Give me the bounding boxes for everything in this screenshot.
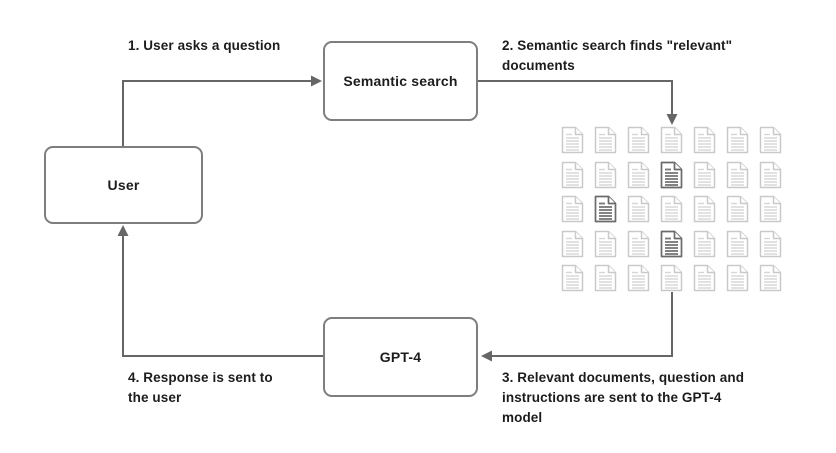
document-icon <box>660 264 683 292</box>
document-icon-highlighted <box>660 161 683 188</box>
gpt4-node-label: GPT-4 <box>379 349 422 365</box>
semantic-search-node-label: Semantic search <box>343 73 458 89</box>
document-icon <box>627 264 650 292</box>
document-icon <box>693 161 716 188</box>
document-icon <box>759 161 782 188</box>
gpt4-node: GPT-4 <box>323 317 478 397</box>
document-icon <box>594 161 617 188</box>
arrow-user-to-semantic-search <box>122 75 322 146</box>
document-icon <box>759 230 782 257</box>
document-icon-highlighted <box>594 195 617 223</box>
arrow-semantic-search-to-documents <box>478 80 678 125</box>
document-icon <box>627 230 650 257</box>
document-icon <box>627 161 650 188</box>
documents-grid <box>561 126 782 292</box>
step4-label: 4. Response is sent to the user <box>128 370 273 405</box>
document-icon <box>627 126 650 154</box>
document-icon <box>561 264 584 292</box>
document-icon <box>660 126 683 154</box>
document-icon <box>693 230 716 257</box>
step2-label: 2. Semantic search finds "relevant" docu… <box>502 38 733 73</box>
document-icon <box>627 195 650 223</box>
document-icon <box>693 126 716 154</box>
document-icon <box>561 161 584 188</box>
document-icon <box>660 195 683 223</box>
step3-label: 3. Relevant documents, question and inst… <box>502 370 745 425</box>
document-icon <box>759 126 782 154</box>
document-icon <box>561 126 584 154</box>
document-icon <box>561 195 584 223</box>
arrow-gpt4-to-user <box>117 225 323 357</box>
document-icon <box>759 195 782 223</box>
document-icon <box>594 230 617 257</box>
user-node-label: User <box>107 177 140 193</box>
step1-label: 1. User asks a question <box>128 38 281 53</box>
document-icon <box>561 230 584 257</box>
document-icon <box>726 195 749 223</box>
document-icon <box>726 126 749 154</box>
semantic-search-node: Semantic search <box>323 41 478 121</box>
document-icon <box>594 126 617 154</box>
document-icon <box>693 195 716 223</box>
arrow-documents-to-gpt4 <box>481 292 673 362</box>
document-icon <box>726 230 749 257</box>
user-node: User <box>44 146 203 224</box>
document-icon <box>759 264 782 292</box>
document-icon <box>693 264 716 292</box>
document-icon-highlighted <box>660 230 683 257</box>
document-icon <box>726 264 749 292</box>
document-icon <box>726 161 749 188</box>
document-icon <box>594 264 617 292</box>
